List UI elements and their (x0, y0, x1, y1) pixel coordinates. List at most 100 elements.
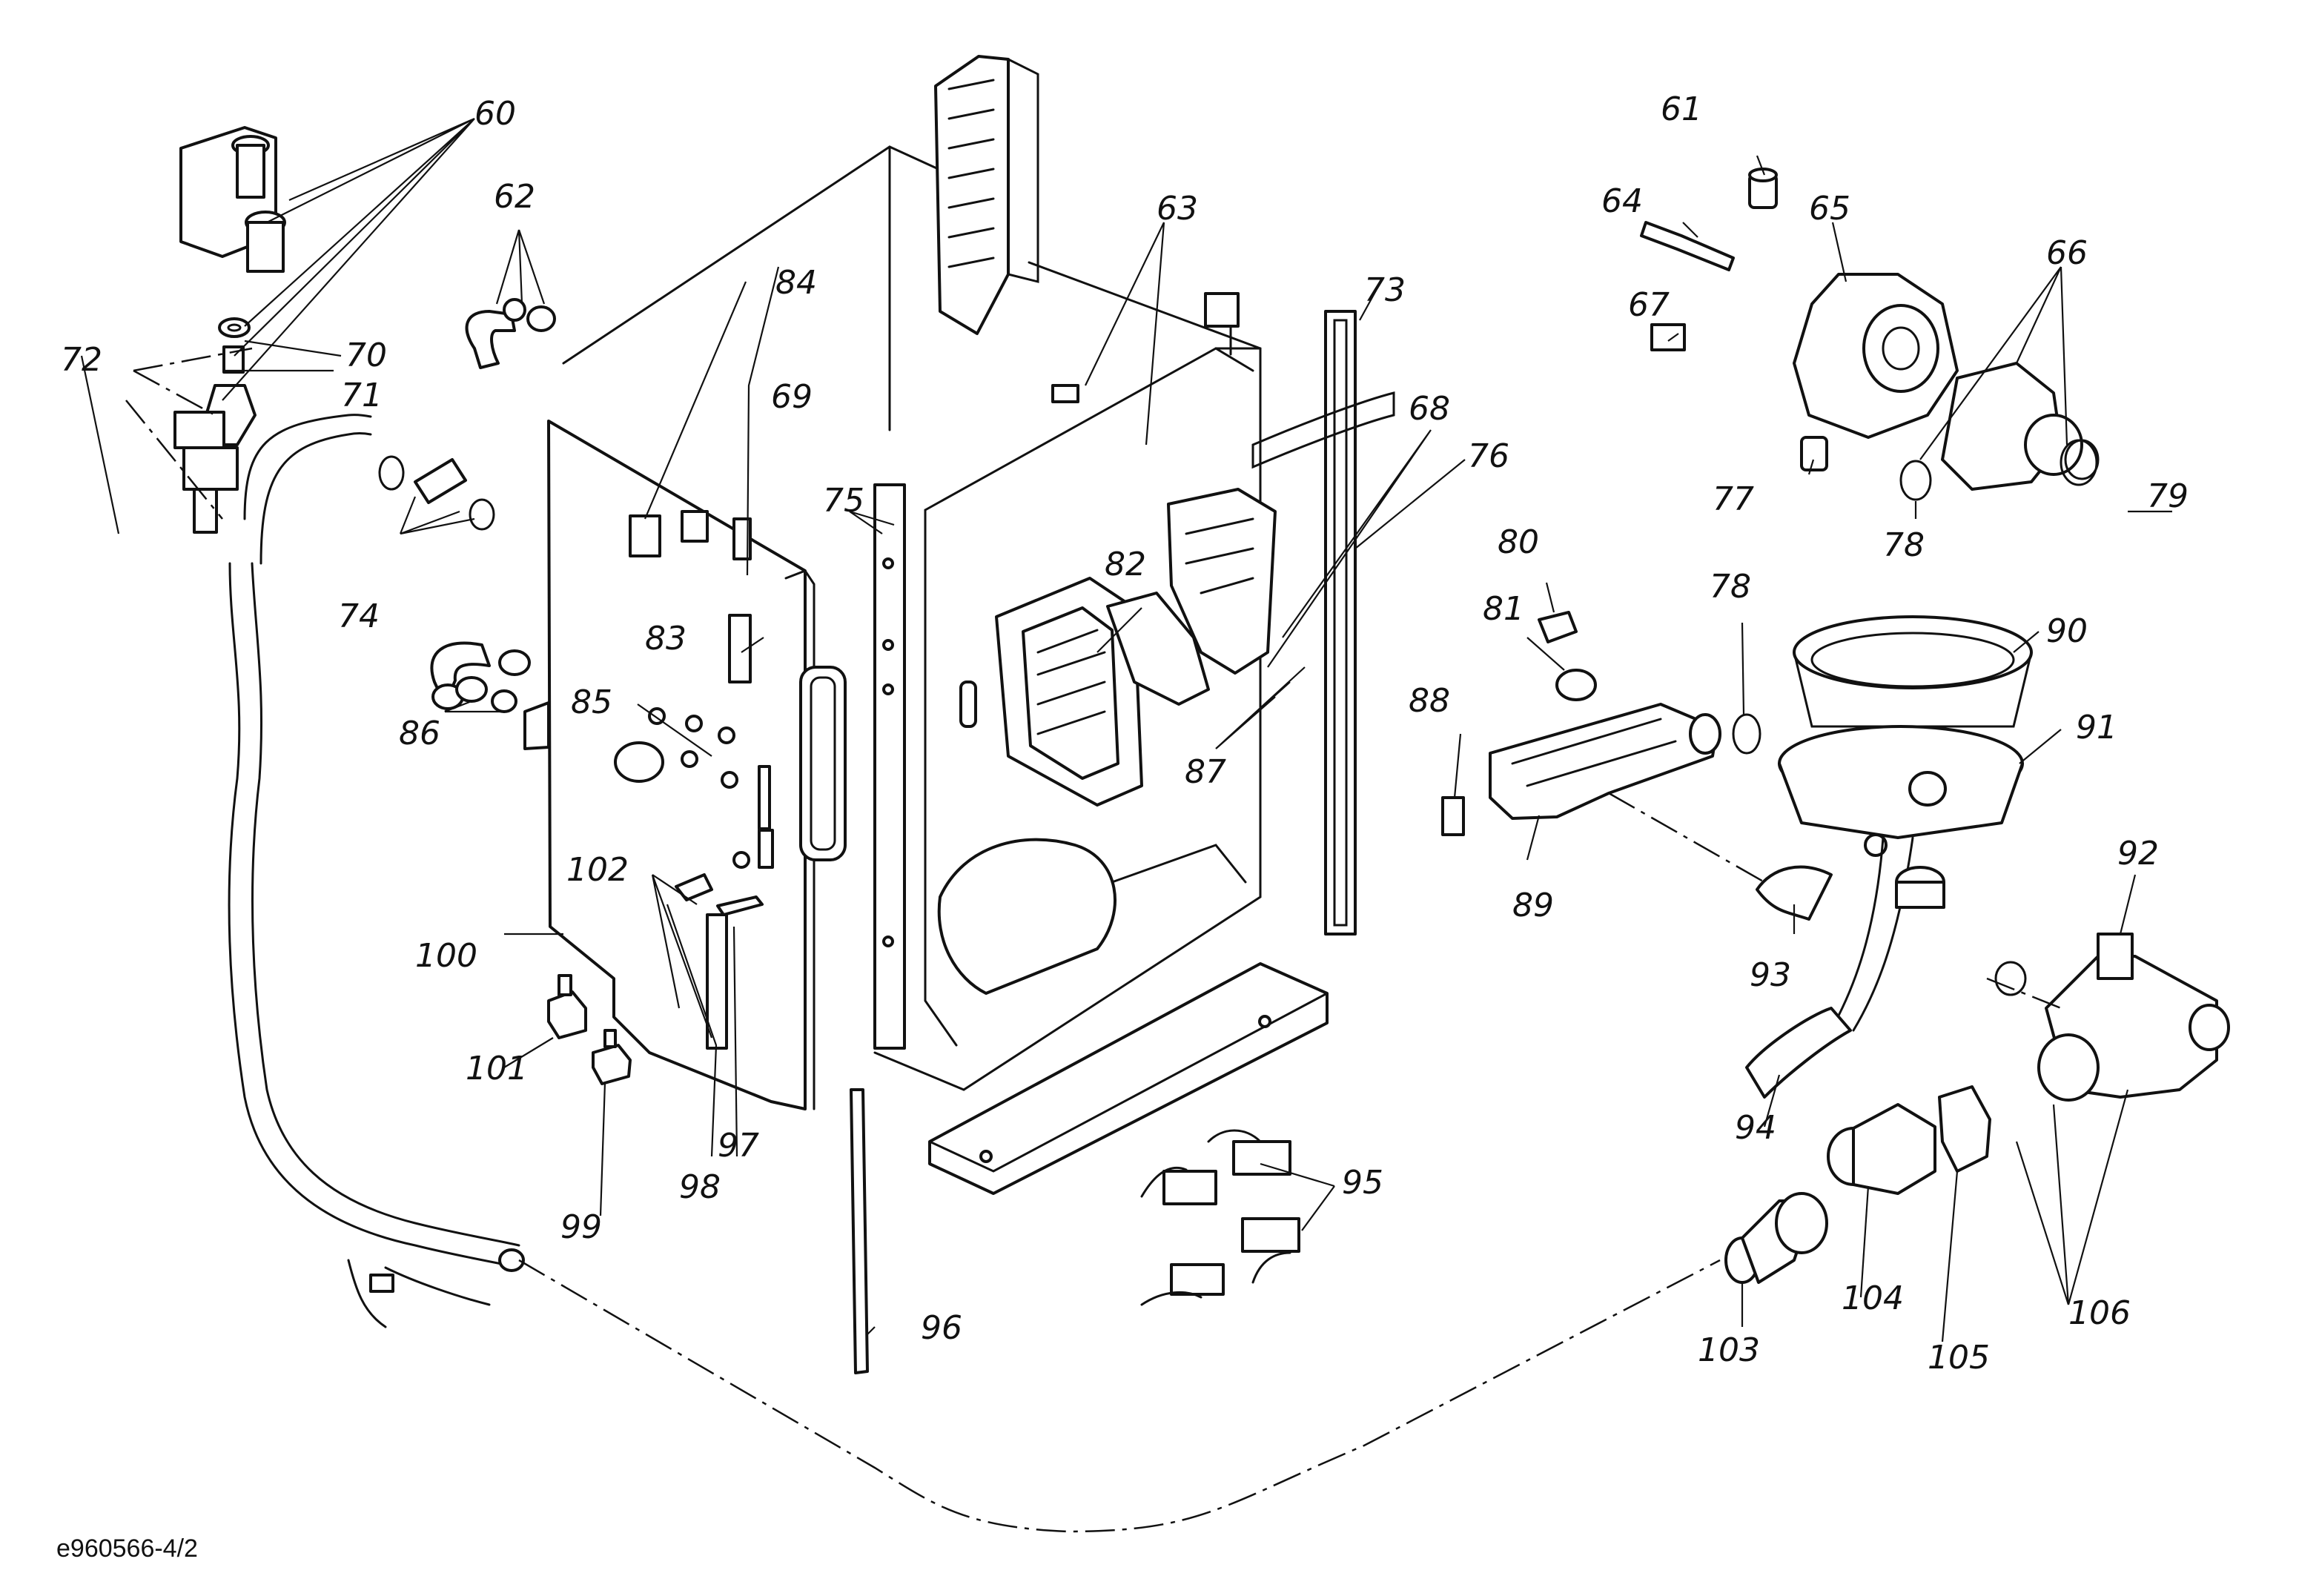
water-softener-89 (1489, 703, 1721, 820)
callout-64: 64 (1601, 182, 1643, 220)
callout-97: 97 (718, 1127, 759, 1165)
top-rail-84 (934, 55, 1039, 335)
hose-route-line (518, 1259, 1721, 1533)
callout-79: 79 (2147, 477, 2189, 515)
callout-60: 60 (474, 95, 516, 133)
callout-78-lower: 78 (1710, 568, 1751, 606)
hose-62 (465, 298, 556, 369)
callout-73: 73 (1364, 271, 1406, 309)
callout-94: 94 (1735, 1109, 1776, 1147)
sensor-97 (716, 895, 764, 916)
pump-housing-66 (1941, 362, 2100, 491)
drain-pump-106 (2037, 933, 2230, 1102)
callout-101: 101 (466, 1050, 528, 1087)
callout-83: 83 (645, 620, 687, 658)
pump-route-line (1608, 792, 1765, 884)
callout-61: 61 (1661, 90, 1702, 128)
callout-105: 105 (1928, 1339, 1990, 1377)
callout-102: 102 (566, 851, 629, 889)
seal-78-top (1899, 460, 1932, 501)
connector-92 (1895, 866, 1945, 909)
callout-86: 86 (399, 715, 440, 752)
callout-numbers: 60 61 62 63 64 65 66 67 68 69 70 71 72 7… (61, 90, 2189, 1377)
callout-65: 65 (1809, 190, 1850, 228)
drain-route-line (1986, 977, 2062, 1010)
callout-70: 70 (345, 337, 387, 374)
switch-98 (706, 913, 728, 1050)
front-frame-seal-75 (799, 666, 847, 861)
callout-74: 74 (338, 597, 380, 635)
cabinet-body (562, 145, 1262, 1091)
callout-68: 68 (1409, 390, 1450, 428)
callout-90: 90 (2046, 612, 2088, 650)
seal-79 (2060, 439, 2098, 486)
callout-80: 80 (1498, 523, 1539, 561)
seal-81 (1555, 669, 1597, 701)
valve-cover-60 (179, 126, 286, 273)
callout-84: 84 (775, 264, 817, 302)
supply-hose-72 (228, 414, 525, 1328)
callout-63: 63 (1157, 190, 1198, 228)
callout-62: 62 (494, 178, 535, 216)
callout-95: 95 (1342, 1164, 1383, 1202)
filter-cup-90 (1793, 615, 2033, 728)
clip-67 (1650, 323, 1686, 351)
drawing-code: e960566-4/2 (56, 1534, 198, 1563)
callout-89: 89 (1512, 887, 1554, 924)
gasket-73 (1324, 310, 1357, 936)
door-frame-75-left (873, 483, 906, 1050)
callout-75: 75 (823, 482, 864, 520)
valve-80 (1538, 611, 1578, 643)
seal-78-mid (1732, 713, 1761, 755)
callout-72: 72 (61, 341, 102, 379)
micro-switch-88 (1441, 796, 1465, 836)
heater-window-82 (959, 577, 1143, 807)
callout-103: 103 (1698, 1331, 1760, 1369)
connectors-95 (1140, 1129, 1300, 1306)
callout-71: 71 (341, 377, 383, 414)
heating-element-64 (1640, 221, 1735, 271)
hose-86 (430, 641, 531, 713)
washer-70 (218, 317, 251, 338)
callout-99: 99 (560, 1208, 602, 1246)
sump-91 (1778, 725, 2024, 857)
pump-motor-65 (1793, 273, 1959, 439)
callout-104: 104 (1842, 1279, 1904, 1317)
hose-68 (1251, 391, 1395, 469)
callout-96: 96 (921, 1309, 962, 1347)
cap-61 (1748, 168, 1778, 209)
callout-85: 85 (571, 683, 612, 721)
callout-87: 87 (1185, 753, 1226, 791)
callout-93: 93 (1750, 956, 1791, 994)
door-strip-96 (850, 1088, 869, 1374)
callout-98: 98 (679, 1168, 721, 1206)
dispenser-82 (1106, 592, 1210, 706)
hose-93 (1756, 865, 1833, 921)
seal-105 (1938, 1085, 1991, 1173)
leader-lines (80, 117, 2172, 1342)
callout-100: 100 (415, 937, 477, 975)
pressure-switch-101 (547, 974, 587, 1039)
callout-77: 77 (1713, 480, 1754, 518)
callout-81: 81 (1483, 590, 1524, 628)
pressure-switch-99 (592, 1029, 632, 1085)
side-panel-100 (523, 420, 816, 1110)
callout-66: 66 (2046, 234, 2088, 272)
callout-82: 82 (1105, 546, 1146, 583)
clamps-and-hose-74 (378, 455, 495, 531)
callout-67: 67 (1628, 286, 1670, 324)
callout-91: 91 (2076, 709, 2117, 746)
callout-92: 92 (2117, 835, 2159, 872)
callout-69: 69 (771, 378, 813, 416)
callout-106: 106 (2068, 1294, 2131, 1332)
bushing-77 (1800, 436, 1828, 471)
coupling-104 (1827, 1103, 1936, 1195)
callout-76: 76 (1468, 437, 1509, 475)
callout-78-upper: 78 (1883, 526, 1925, 564)
valve-route-line (125, 347, 253, 520)
seal-106-small (1994, 961, 2027, 996)
insulation-87 (1167, 488, 1277, 675)
bottom-tray (928, 962, 1329, 1195)
inlet-valve-72 (173, 384, 257, 534)
